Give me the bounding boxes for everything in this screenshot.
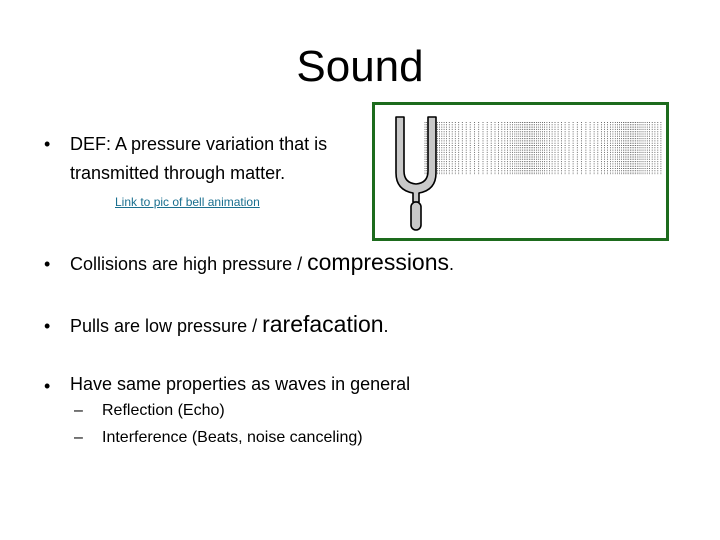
bullet-marker: •	[44, 376, 51, 396]
sub-bullet-marker: –	[74, 402, 83, 419]
tuning-fork-icon	[395, 116, 437, 231]
bullet-marker: •	[44, 254, 51, 274]
sub-bullet-reflection: Reflection (Echo)	[102, 402, 225, 419]
emphasis-compressions: compressions	[307, 249, 450, 275]
bullet-def-line-2: transmitted through matter.	[70, 163, 286, 183]
bullet-text: Pulls are low pressure /	[70, 316, 263, 336]
bullet-wave-properties: Have same properties as waves in general	[70, 374, 411, 394]
sub-bullet-marker: –	[74, 429, 83, 446]
slide-title: Sound	[296, 42, 424, 91]
sub-bullet-interference: Interference (Beats, noise canceling)	[102, 429, 363, 446]
emphasis-rarefacation: rarefacation	[262, 311, 384, 337]
bell-animation-link[interactable]: Link to pic of bell animation	[115, 195, 260, 209]
wave-figure-svg	[395, 116, 662, 231]
bullet-text: Collisions are high pressure /	[70, 254, 308, 274]
bullet-def-line-1: DEF: A pressure variation that is	[70, 134, 328, 154]
bullet-compressions: Collisions are high pressure / compressi…	[70, 249, 454, 277]
air-particle-field	[424, 122, 662, 175]
sound-wave-figure	[372, 102, 669, 241]
bullet-marker: •	[44, 316, 51, 336]
bullet-rarefaction: Pulls are low pressure / rarefacation.	[70, 311, 389, 339]
bullet-suffix: .	[383, 316, 389, 336]
bullet-suffix: .	[449, 254, 455, 274]
bullet-marker: •	[44, 134, 51, 154]
